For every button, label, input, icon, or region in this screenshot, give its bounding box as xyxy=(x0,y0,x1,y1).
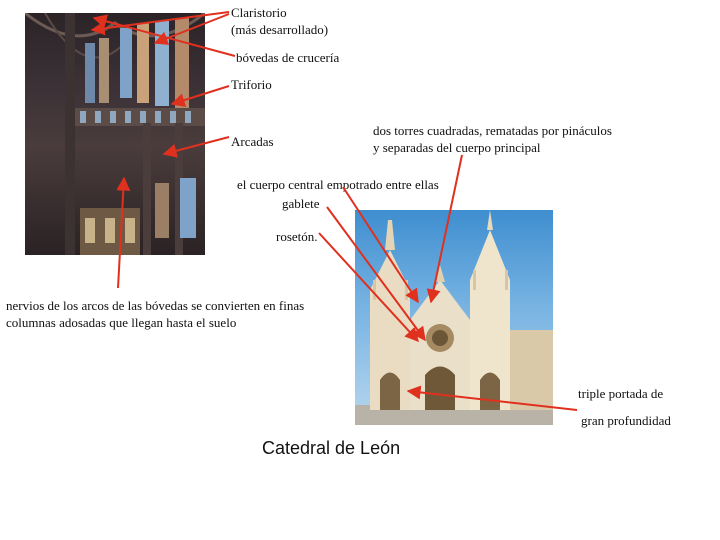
arrow-triforio xyxy=(172,86,229,104)
arrow-nervios xyxy=(118,178,124,288)
arrow-arcadas xyxy=(164,137,229,154)
arrow-roseton xyxy=(319,233,418,341)
arrow-torres xyxy=(431,155,462,302)
arrow-gablete xyxy=(327,207,425,340)
arrow-portada xyxy=(408,391,577,410)
arrow-bovedas xyxy=(94,18,235,56)
arrow-claristorio-2 xyxy=(155,14,229,43)
